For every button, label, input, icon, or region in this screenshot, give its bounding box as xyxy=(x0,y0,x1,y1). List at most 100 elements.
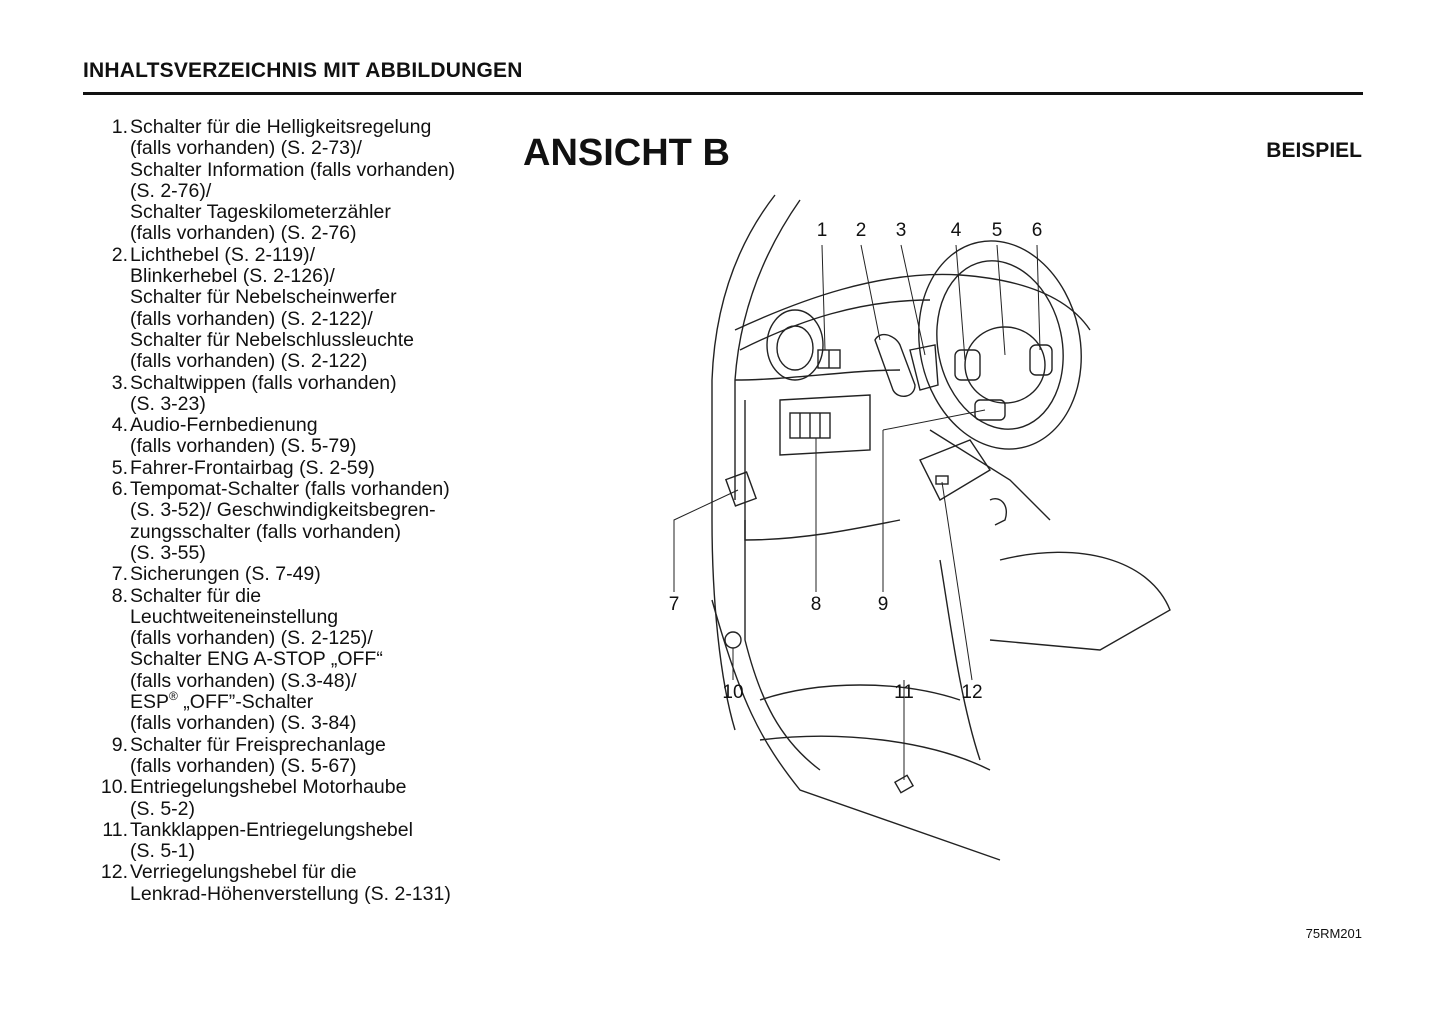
list-item-line: 6.Tempomat-Schalter (falls vorhanden) xyxy=(83,478,503,501)
callout-number: 2 xyxy=(855,220,867,241)
item-text: Entriegelungshebel Motorhaube xyxy=(130,776,407,799)
list-item-line: 8.Schalter für die xyxy=(83,584,503,607)
item-text: (S. 2-76)/ xyxy=(130,179,212,202)
item-text: (falls vorhanden) (S. 2-76) xyxy=(130,222,357,245)
item-text: (falls vorhanden) (S. 2-73)/ xyxy=(130,137,362,160)
item-text: Lichthebel (S. 2-119)/ xyxy=(130,243,315,266)
item-text: Schaltwippen (falls vorhanden) xyxy=(130,371,397,394)
list-item-line: (falls vorhanden) (S. 5-79) xyxy=(83,435,503,458)
item-number: 9. xyxy=(111,733,128,756)
list-item-line: Lenkrad-Höhenverstellung (S. 2-131) xyxy=(83,882,503,905)
header-divider xyxy=(83,92,1363,95)
item-text: (falls vorhanden) (S. 2-125)/ xyxy=(130,627,373,650)
figure-code: 75RM201 xyxy=(1305,926,1362,941)
list-item-line: Schalter ENG A-STOP „OFF“ xyxy=(83,648,503,671)
item-text: (falls vorhanden) (S. 5-79) xyxy=(130,435,357,458)
item-number: 6. xyxy=(111,478,128,501)
callout-number: 1 xyxy=(816,220,828,241)
item-text: (S. 3-23) xyxy=(130,392,206,415)
list-item-line: (falls vorhanden) (S. 2-122) xyxy=(83,350,503,373)
item-number: 8. xyxy=(111,584,128,607)
list-item-line: (S. 3-55) xyxy=(83,541,503,564)
item-text: Fahrer-Frontairbag (S. 2-59) xyxy=(130,456,375,479)
list-item-line: Schalter Tageskilometerzähler xyxy=(83,201,503,224)
callout-number: 8 xyxy=(810,594,822,615)
item-text: Lenkrad-Höhenverstellung (S. 2-131) xyxy=(130,882,451,905)
item-number: 3. xyxy=(111,371,128,394)
item-text: (falls vorhanden) (S. 2-122) xyxy=(130,350,368,373)
item-text: Schalter für die Helligkeitsregelung xyxy=(130,116,432,138)
item-text: (falls vorhanden) (S. 5-67) xyxy=(130,754,357,777)
item-text: Schalter für Nebelschlussleuchte xyxy=(130,328,414,351)
list-item-line: (S. 2-76)/ xyxy=(83,179,503,202)
item-text: Schalter für die xyxy=(130,584,262,607)
list-item-line: (falls vorhanden) (S. 2-122)/ xyxy=(83,307,503,330)
item-text: (falls vorhanden) (S.3-48)/ xyxy=(130,669,357,692)
list-item-line: 1.Schalter für die Helligkeitsregelung xyxy=(83,116,503,138)
item-number: 4. xyxy=(111,414,128,437)
list-item-line: 4.Audio-Fernbedienung xyxy=(83,414,503,437)
item-text: Sicherungen (S. 7-49) xyxy=(130,563,321,586)
item-text: Audio-Fernbedienung xyxy=(130,414,318,437)
list-item-line: ESP® „OFF”-Schalter xyxy=(83,689,503,714)
callout-number: 10 xyxy=(722,682,744,703)
item-text: zungsschalter (falls vorhanden) xyxy=(130,520,401,543)
callout-number: 4 xyxy=(950,220,962,241)
list-item-line: (falls vorhanden) (S. 2-125)/ xyxy=(83,627,503,650)
item-text: Tankklappen-Entriegelungshebel xyxy=(130,818,413,841)
list-item-line: 10.Entriegelungshebel Motorhaube xyxy=(83,776,503,799)
list-item-line: 5.Fahrer-Frontairbag (S. 2-59) xyxy=(83,456,503,479)
list-item-line: 7.Sicherungen (S. 7-49) xyxy=(83,563,503,586)
item-text: (S. 3-55) xyxy=(130,541,206,564)
item-text: ESP® „OFF”-Schalter xyxy=(130,689,314,714)
registered-mark: ® xyxy=(169,689,178,704)
callout-number: 5 xyxy=(991,220,1003,241)
item-text: (falls vorhanden) (S. 2-122)/ xyxy=(130,307,373,330)
item-text-part: ESP xyxy=(130,691,170,714)
callout-number: 9 xyxy=(877,594,889,615)
list-item-line: 3.Schaltwippen (falls vorhanden) xyxy=(83,371,503,394)
item-text: Schalter für Freisprechanlage xyxy=(130,733,386,756)
item-text: Schalter Information (falls vorhanden) xyxy=(130,158,456,181)
list-item-line: (S. 3-52)/ Geschwindigkeitsbegren- xyxy=(83,500,503,522)
item-text: (S. 5-2) xyxy=(130,797,196,820)
item-text: Schalter für Nebelscheinwerfer xyxy=(130,286,397,309)
list-item-line: Schalter für Nebelscheinwerfer xyxy=(83,286,503,309)
list-item-line: (falls vorhanden) (S.3-48)/ xyxy=(83,669,503,692)
view-title: ANSICHT B xyxy=(523,132,730,174)
list-item-line: 12.Verriegelungshebel für die xyxy=(83,861,503,884)
list-item-line: (falls vorhanden) (S. 2-76) xyxy=(83,222,503,245)
item-text: (falls vorhanden) (S. 3-84) xyxy=(130,712,357,735)
item-text-part: „OFF”-Schalter xyxy=(177,691,314,714)
callout-number: 6 xyxy=(1031,220,1043,241)
item-text: Verriegelungshebel für die xyxy=(130,861,357,884)
example-label: BEISPIEL xyxy=(1266,139,1362,162)
list-item-line: (S. 5-2) xyxy=(83,797,503,820)
dashboard-illustration xyxy=(673,194,1171,861)
item-text: Tempomat-Schalter (falls vorhanden) xyxy=(130,478,450,501)
callout-number: 12 xyxy=(961,682,983,703)
callout-number: 11 xyxy=(894,682,914,703)
component-list: 1.Schalter für die Helligkeitsregelung(f… xyxy=(83,116,503,905)
callout-number: 7 xyxy=(668,594,680,615)
item-number: 7. xyxy=(111,563,128,586)
item-number: 2. xyxy=(111,243,128,266)
list-item-line: 2.Lichthebel (S. 2-119)/ xyxy=(83,243,503,266)
list-item-line: (falls vorhanden) (S. 5-67) xyxy=(83,754,503,777)
list-item-line: Blinkerhebel (S. 2-126)/ xyxy=(83,265,503,288)
item-text: Schalter Tageskilometerzähler xyxy=(130,201,391,224)
item-number: 5. xyxy=(111,456,128,479)
list-item-line: (falls vorhanden) (S. 2-73)/ xyxy=(83,137,503,160)
page-header-title: INHALTSVERZEICHNIS MIT ABBILDUNGEN xyxy=(83,59,523,82)
list-item-line: Schalter für Nebelschlussleuchte xyxy=(83,328,503,351)
list-item-line: Schalter Information (falls vorhanden) xyxy=(83,158,503,181)
item-text: Schalter ENG A-STOP „OFF“ xyxy=(130,648,383,671)
item-number: 12. xyxy=(100,861,128,884)
item-number: 11. xyxy=(102,818,128,841)
list-item-line: (S. 3-23) xyxy=(83,392,503,415)
item-text: (S. 5-1) xyxy=(130,840,196,863)
list-item-line: (falls vorhanden) (S. 3-84) xyxy=(83,712,503,735)
list-item-line: Leuchtweiteneinstellung xyxy=(83,606,503,628)
item-number: 1. xyxy=(111,116,128,138)
item-text: Blinkerhebel (S. 2-126)/ xyxy=(130,265,335,288)
